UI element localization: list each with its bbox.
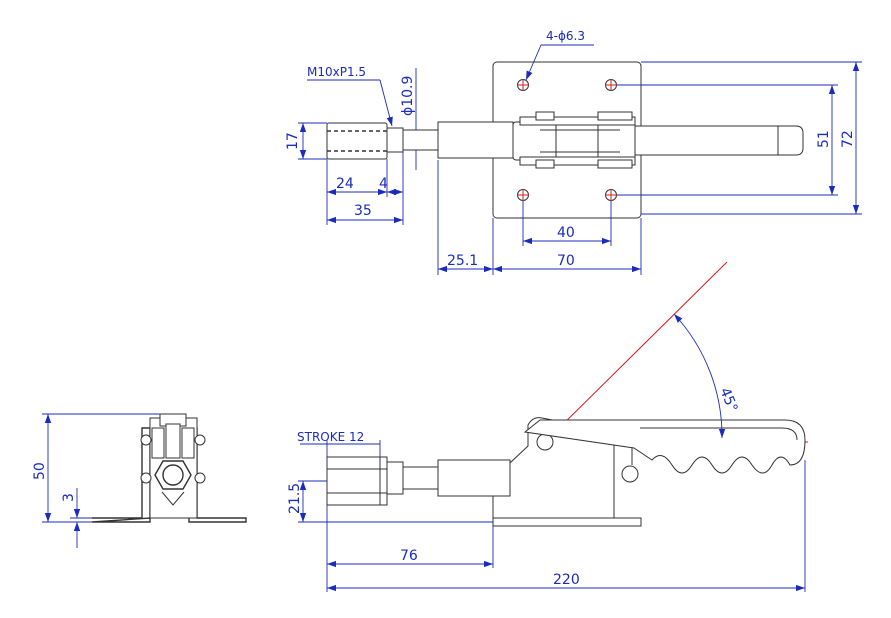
end-view: 50 3 [32,413,247,548]
dim-35: 35 [354,203,372,219]
dim-25-1: 25.1 [447,253,478,269]
side-base-plate [492,517,642,527]
side-spindle-nut [326,456,388,506]
angle-arc [673,313,726,439]
side-view: STROKE 12 21.5 76 220 45° [287,261,808,592]
dim-220: 220 [553,572,580,588]
handle-centerline-open [544,261,728,443]
dim-40: 40 [557,225,575,241]
dim-50: 50 [32,462,48,480]
hole-callout: 4-ϕ6.3 [546,29,585,43]
dim-3: 3 [61,493,77,502]
top-view: 4-ϕ6.3 M10xP1.5 ϕ10.9 17 24 4 35 25.1 70 [285,29,862,275]
dim-51: 51 [816,130,832,148]
dim-17: 17 [285,132,301,150]
top-spindle-nut [326,122,388,160]
side-plunger [437,459,511,497]
dim-72: 72 [840,130,856,148]
top-plunger [437,121,514,159]
thread-callout: M10xP1.5 [307,65,366,79]
dim-4: 4 [379,176,388,192]
top-linkage [512,111,636,169]
dim-21-5: 21.5 [287,483,303,514]
top-handle [634,125,804,156]
dim-24: 24 [336,176,354,192]
diameter-callout: ϕ10.9 [400,76,416,116]
stroke-callout: STROKE 12 [297,430,364,444]
dim-70: 70 [557,253,575,269]
end-spindle-circle [162,464,184,486]
dim-76: 76 [400,548,418,564]
mounting-holes [517,79,617,201]
